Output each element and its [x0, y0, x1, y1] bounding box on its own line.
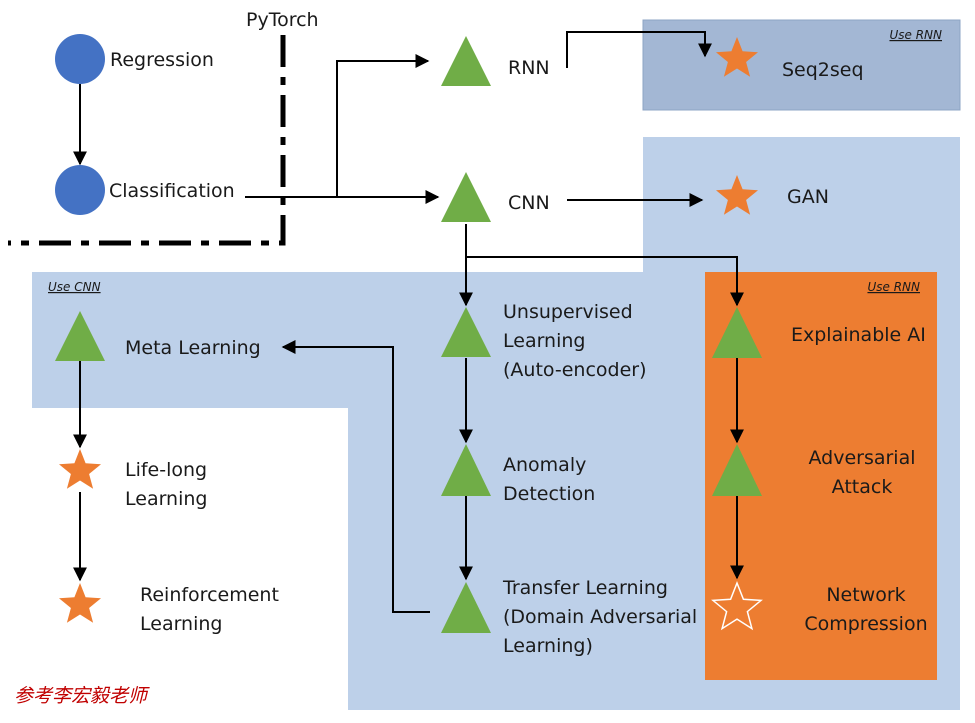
node-label: Learning [125, 488, 208, 510]
cnn-triangle-icon [441, 172, 491, 222]
tag-use-cnn: Use CNN [48, 280, 101, 294]
node-label: Learning) [503, 635, 593, 657]
node-label: Network [826, 584, 905, 606]
seq2seq-star-icon [716, 37, 758, 77]
connectors [73, 31, 744, 613]
gan-star-icon [716, 175, 758, 215]
node-label: Compression [804, 613, 927, 635]
edge-rnn-seq2seq [566, 31, 712, 68]
node-label: Attack [832, 476, 893, 498]
node-label: Learning [140, 613, 223, 635]
node-label: (Domain Adversarial [503, 606, 697, 628]
node-label: Transfer Learning [502, 577, 668, 599]
node-label: Adversarial [808, 447, 915, 469]
node-label: Anomaly [503, 454, 586, 476]
node-label: Learning [503, 330, 586, 352]
rnn-triangle-icon [441, 36, 491, 86]
node-label: Explainable AI [791, 324, 926, 346]
tag-use-rnn-top: Use RNN [889, 28, 942, 42]
explainable-triangle-icon [712, 307, 762, 358]
node-meta-learning: Meta Learning [55, 311, 261, 361]
footer-credit: 参考李宏毅老师 [14, 685, 150, 707]
adversarial-triangle-icon [712, 444, 762, 496]
node-rnn: RNN [441, 36, 550, 86]
node-cnn: CNN [441, 172, 550, 222]
meta-learning-triangle-icon [55, 311, 105, 361]
transfer-triangle-icon [441, 582, 491, 633]
edge-classification-rnn [336, 54, 430, 197]
pytorch-label: PyTorch [246, 9, 319, 31]
node-label: Life-long [125, 459, 207, 481]
node-anomaly: Anomaly Detection [441, 444, 595, 505]
node-reinforcement: Reinforcement Learning [59, 583, 279, 635]
node-label: Seq2seq [782, 59, 864, 81]
region-seq2seq [642, 19, 961, 111]
classification-circle-icon [55, 165, 105, 215]
node-label: (Auto-encoder) [503, 359, 647, 381]
pytorch-boundary [8, 35, 286, 246]
edge-transfer-meta [281, 340, 430, 613]
node-label: Reinforcement [140, 584, 279, 606]
node-explainable: Explainable AI [712, 307, 926, 358]
node-label: Meta Learning [125, 337, 261, 359]
unsupervised-triangle-icon [441, 307, 491, 357]
node-label: Regression [110, 49, 214, 71]
reinforcement-star-icon [59, 583, 101, 623]
life-long-star-icon [59, 449, 101, 489]
node-compression: Network Compression [711, 580, 928, 635]
node-label: GAN [787, 186, 829, 208]
regions [32, 19, 961, 710]
node-classification: Classification [55, 165, 235, 215]
node-label: CNN [508, 192, 550, 214]
node-transfer: Transfer Learning (Domain Adversarial Le… [441, 577, 697, 657]
node-seq2seq: Seq2seq [716, 37, 864, 81]
node-label: Classification [109, 180, 235, 202]
node-label: Detection [503, 483, 595, 505]
regression-circle-icon [55, 34, 105, 84]
node-adversarial: Adversarial Attack [712, 444, 916, 498]
compression-star-outline-icon [711, 580, 763, 631]
anomaly-triangle-icon [441, 444, 491, 496]
node-label: Unsupervised [503, 301, 633, 323]
node-regression: Regression [55, 34, 214, 84]
node-unsupervised: Unsupervised Learning (Auto-encoder) [441, 301, 647, 381]
node-label: RNN [508, 57, 550, 79]
node-life-long: Life-long Learning [59, 449, 208, 510]
tag-use-rnn-orange: Use RNN [867, 280, 920, 294]
edge-cnn-explainable [466, 256, 744, 307]
node-gan: GAN [716, 175, 829, 215]
